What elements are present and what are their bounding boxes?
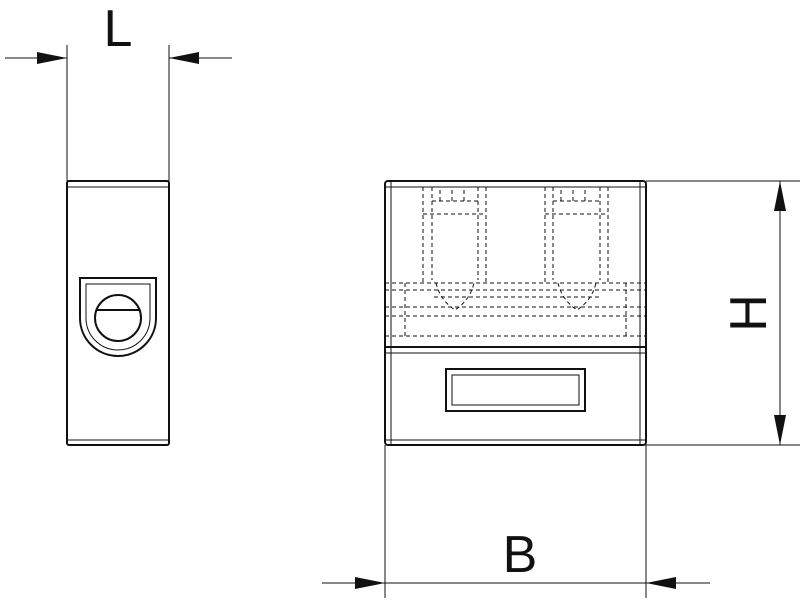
label-window <box>445 368 586 412</box>
front-view <box>384 180 647 446</box>
arrow-b-right <box>646 577 676 589</box>
dimension-label-L: L <box>104 0 133 58</box>
hidden-screw-left <box>422 187 487 311</box>
arrow-top <box>774 181 786 211</box>
hidden-channel <box>385 282 646 337</box>
arrow-bottom <box>774 415 786 445</box>
front-view-body <box>384 180 647 446</box>
arrow-right <box>169 52 199 64</box>
dimension-B: B <box>322 445 710 598</box>
dimension-label-H: H <box>720 294 778 332</box>
dimension-H: H <box>646 180 800 446</box>
dimension-label-B: B <box>503 526 538 584</box>
arrow-b-left <box>355 577 385 589</box>
hidden-screw-right <box>544 187 609 311</box>
side-view <box>66 180 170 446</box>
dimension-L: L <box>5 0 232 181</box>
side-view-screw-hole <box>79 277 157 357</box>
side-view-body <box>66 180 170 446</box>
arrow-left <box>37 52 67 64</box>
